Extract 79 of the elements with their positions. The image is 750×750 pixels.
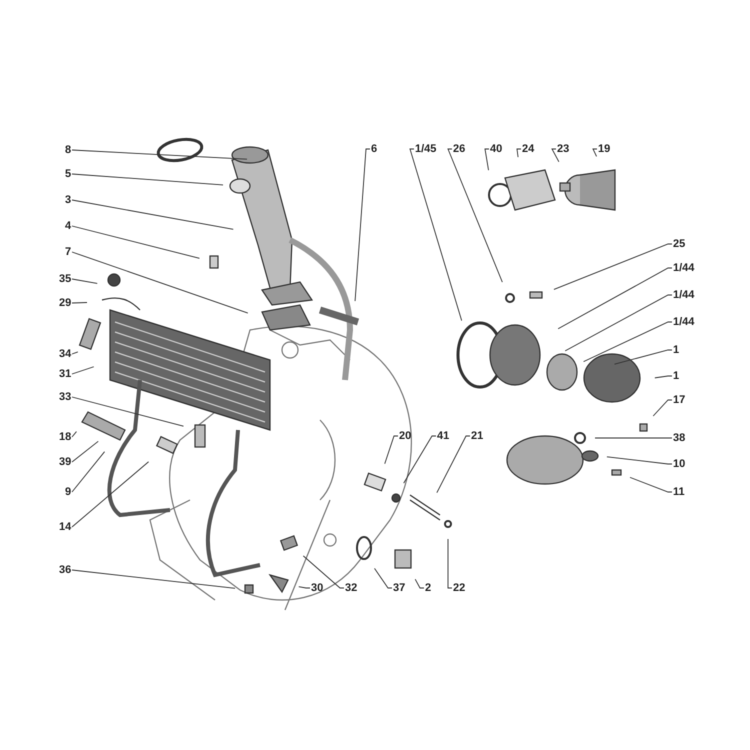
callout-number: 8	[64, 144, 72, 156]
leader-line	[72, 570, 236, 589]
callout-number: 1/44	[672, 316, 696, 328]
leader-line	[447, 148, 503, 283]
callout-number: 31	[58, 368, 72, 380]
callout-number: 35	[58, 272, 72, 286]
leader-line	[72, 174, 224, 186]
leader-line	[652, 400, 672, 416]
leader-line	[564, 294, 672, 352]
callout-number: 34	[58, 348, 72, 360]
leader-line	[436, 436, 470, 494]
callout-number: 1/44	[672, 288, 696, 302]
callout-number: 37	[392, 582, 406, 594]
leader-line	[654, 376, 672, 378]
leader-line	[72, 440, 99, 462]
callout-number: 19	[597, 142, 612, 156]
callout-number: 1	[672, 370, 680, 382]
leader-line	[72, 278, 98, 284]
callout-number: 6	[370, 142, 378, 156]
leader-line	[384, 436, 398, 464]
callout-number: 39	[58, 456, 72, 468]
leader-line	[374, 568, 392, 588]
leader-line	[72, 396, 184, 427]
leader-line	[606, 456, 672, 464]
callout-number: 36	[58, 564, 72, 576]
leader-line	[553, 244, 672, 290]
leader-line	[298, 586, 310, 588]
leader-line	[409, 148, 462, 322]
callout-number: 41	[436, 430, 450, 442]
leader-line	[72, 150, 248, 160]
leader-line	[558, 268, 672, 330]
leader-line	[72, 302, 88, 304]
leader-line	[72, 226, 200, 259]
leader-line	[414, 578, 424, 588]
leader-line	[354, 148, 370, 302]
callout-number: 9	[64, 486, 72, 498]
callout-number: 5	[64, 168, 72, 180]
leader-line	[72, 200, 234, 230]
callout-number: 17	[672, 394, 686, 406]
callout-number: 21	[470, 430, 484, 442]
leader-line	[484, 148, 490, 171]
callout-number: 1	[672, 344, 680, 356]
leader-line	[72, 461, 150, 528]
callout-number: 29	[58, 296, 72, 310]
callout-number: 7	[64, 246, 72, 258]
leader-line	[551, 148, 560, 162]
callout-number: 1/44	[672, 262, 696, 274]
leader-line	[72, 352, 78, 354]
callout-number: 1/45	[414, 142, 438, 156]
callout-number: 2	[424, 582, 432, 594]
callout-number: 40	[489, 142, 504, 156]
callout-number: 33	[58, 390, 72, 404]
callout-number: 20	[398, 430, 412, 442]
callout-number: 14	[58, 520, 72, 534]
callout-number: 11	[672, 486, 686, 498]
callout-number: 23	[556, 142, 570, 156]
callout-number: 26	[452, 142, 466, 156]
callout-number: 30	[310, 582, 324, 594]
callout-number: 18	[58, 430, 72, 444]
leader-line	[630, 476, 672, 492]
leader-line	[72, 366, 94, 374]
leader-line	[448, 538, 452, 588]
leader-line	[614, 350, 672, 365]
callout-number: 25	[672, 238, 686, 250]
leader-line	[72, 451, 106, 492]
leader-line	[583, 322, 672, 362]
leader-line	[592, 148, 598, 157]
callout-number: 38	[672, 432, 686, 444]
leader-line	[72, 431, 77, 438]
callout-number: 32	[344, 582, 358, 594]
callout-number: 4	[64, 220, 72, 232]
callout-number: 3	[64, 194, 72, 206]
callout-number: 22	[452, 582, 466, 594]
leader-line	[302, 555, 344, 588]
callout-number: 10	[672, 458, 686, 470]
leader-line	[72, 252, 248, 314]
callout-number: 24	[521, 142, 536, 156]
leader-line	[403, 436, 436, 484]
leader-line	[516, 148, 522, 158]
